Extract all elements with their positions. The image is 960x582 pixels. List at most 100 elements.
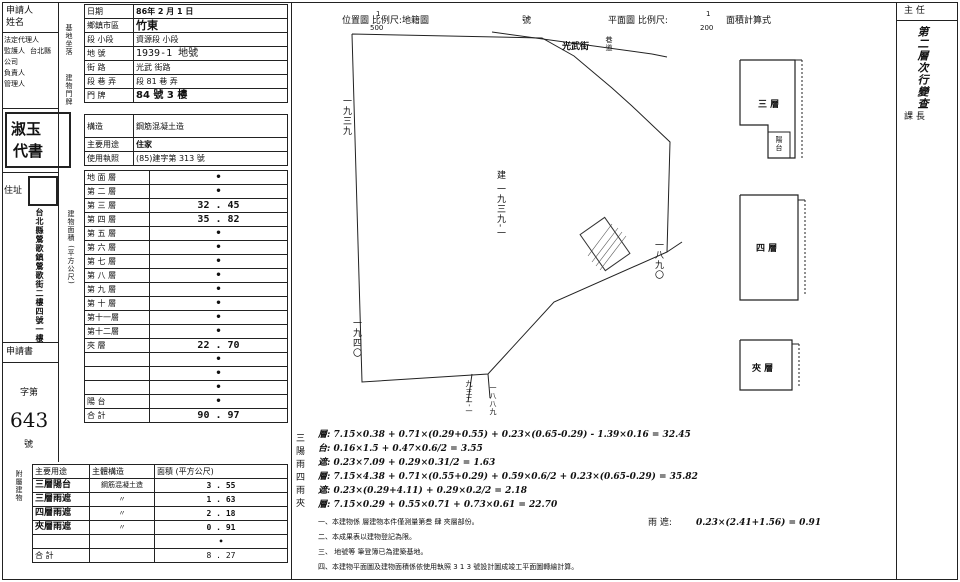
lane-label: 巷道 bbox=[605, 36, 613, 52]
annex-header-struct: 主體構造 bbox=[89, 464, 155, 479]
floor-label: 第 四 層 bbox=[84, 212, 150, 227]
calc-line: 遮: 0.23×(0.29+4.11) + 0.29×0.2/2 = 2.18 bbox=[318, 486, 528, 496]
door-value-0: 光武 街路 bbox=[133, 60, 288, 75]
location-value-1: 資源段 小段 bbox=[133, 32, 288, 47]
parcel-932-1: 九三二-一 bbox=[465, 380, 473, 416]
annex-row: 夾層雨遮〃0 . 91 bbox=[32, 520, 288, 535]
floor-label: 第 五 層 bbox=[84, 226, 150, 241]
floor-area: • bbox=[149, 380, 288, 395]
annex-header-use: 主要用途 bbox=[32, 464, 90, 479]
calc-line: 層: 7.15×4.38 + 0.71×(0.55+0.29) + 0.59×0… bbox=[318, 472, 698, 482]
rain-cover-label: 雨 遮: bbox=[648, 518, 672, 528]
site-number-suffix: 號 bbox=[522, 16, 532, 26]
floor-area: • bbox=[149, 226, 288, 241]
rep-line-1: 監護人 bbox=[4, 47, 25, 55]
calc-note: 三、 地號等 筆登簿已為建築基地。 bbox=[318, 548, 428, 556]
floor-area: • bbox=[149, 352, 288, 367]
floor4-plan bbox=[739, 194, 806, 301]
floor-row: 第 二 層• bbox=[84, 184, 288, 199]
floor-row: 第十一層• bbox=[84, 310, 288, 325]
annex-area: 2 . 18 bbox=[154, 506, 288, 521]
annex-total-value: 8 . 27 bbox=[154, 548, 288, 563]
site-number-label: 地籍圖 bbox=[402, 16, 430, 26]
date-value: 86年 2 月 1 日 bbox=[133, 4, 288, 19]
floor-label: 第十一層 bbox=[84, 310, 150, 325]
floor-label: 第 六 層 bbox=[84, 240, 150, 255]
calc-note: 四、本建物平面圖及建物面積係依使用執照 3 1 3 號設計圖成竣工平面圖轉繪計算… bbox=[318, 563, 579, 571]
floor-label: 第 二 層 bbox=[84, 184, 150, 199]
representative-stamp: 淑玉 代書 bbox=[5, 112, 71, 168]
number-suffix: 號 bbox=[24, 440, 34, 450]
floor-row: 第 八 層• bbox=[84, 268, 288, 283]
floor-area: • bbox=[149, 296, 288, 311]
annex-struct: 〃 bbox=[89, 506, 155, 521]
floor-label: 第 八 層 bbox=[84, 268, 150, 283]
floor-label bbox=[84, 366, 150, 381]
floor-area: • bbox=[149, 310, 288, 325]
structure-label: 構造 bbox=[84, 114, 134, 138]
rep-line-4: 管理人 bbox=[4, 80, 25, 88]
address-label: 住址 bbox=[4, 186, 23, 196]
site-scale-numerator: 1 bbox=[376, 10, 381, 18]
site-boundary bbox=[351, 33, 671, 383]
date-label: 日期 bbox=[84, 4, 134, 19]
door-label-2: 門 牌 bbox=[84, 88, 134, 103]
location-label-2: 地 號 bbox=[84, 46, 134, 61]
annex-area: 0 . 91 bbox=[154, 520, 288, 535]
annex-total-label: 合 計 bbox=[32, 548, 90, 563]
calc-line: 台: 0.16×1.5 + 0.47×0.6/2 = 3.55 bbox=[318, 444, 483, 454]
annex-row: 四層雨遮〃2 . 18 bbox=[32, 506, 288, 521]
rep-line-2: 公司 bbox=[4, 58, 18, 66]
mezzanine-label: 夾 層 bbox=[752, 364, 774, 374]
calc-side-label: 雨 bbox=[296, 486, 306, 496]
structure-value: 鋼筋混凝土造 bbox=[133, 114, 288, 138]
calc-line: 層: 7.15×0.38 + 0.71×(0.29+0.55) + 0.23×(… bbox=[318, 430, 691, 440]
street-name: 光武街 bbox=[562, 42, 590, 52]
left-panel bbox=[2, 2, 292, 580]
south-line-2 bbox=[487, 373, 491, 399]
calc-note: 一、本建物係 層建物本件僅測量第叁 肆 夾層部份。 bbox=[318, 518, 479, 526]
door-label-1: 段 巷 弄 bbox=[84, 74, 134, 89]
annex-struct: 〃 bbox=[89, 492, 155, 507]
parcel-1939: 一九三九 bbox=[341, 96, 351, 136]
floor-row: 第十二層• bbox=[84, 324, 288, 339]
floor3-label: 三 層 bbox=[758, 100, 780, 110]
floor-plans bbox=[739, 59, 806, 391]
calc-side-label: 四 bbox=[296, 473, 306, 483]
floor4-label: 四 層 bbox=[756, 244, 778, 254]
floor-total-value: 90 . 97 bbox=[149, 408, 288, 423]
floor-area: 22 . 70 bbox=[149, 338, 288, 353]
calc-line: 遮: 0.23×7.09 + 0.29×0.31/2 = 1.63 bbox=[318, 458, 496, 468]
floor3-balcony-label: 陽台 bbox=[775, 136, 783, 152]
doc-number: 643 bbox=[10, 408, 49, 432]
floor-scale-label: 平面圖 比例尺: bbox=[608, 16, 668, 26]
permit-label: 使用執照 bbox=[84, 151, 134, 166]
floor-area: • bbox=[149, 240, 288, 255]
floor-row: 第 五 層• bbox=[84, 226, 288, 241]
calc-side-label: 夾 bbox=[296, 499, 306, 509]
right-panel-stamp: 第二層次行變查 bbox=[916, 26, 929, 110]
floor-area: • bbox=[149, 170, 288, 185]
annex-use: 四層雨遮 bbox=[32, 506, 90, 521]
street-line-1 bbox=[491, 31, 653, 55]
floor-label: 夾 層 bbox=[84, 338, 150, 353]
annex-area: • bbox=[154, 534, 288, 549]
building-footprint-hatch bbox=[579, 216, 631, 272]
annex-use bbox=[32, 534, 90, 549]
floor-row: • bbox=[84, 352, 288, 367]
floor-area: 32 . 45 bbox=[149, 198, 288, 213]
floor-label: 第十二層 bbox=[84, 324, 150, 339]
floor-scale-numerator: 1 bbox=[706, 10, 711, 18]
address-stamp bbox=[28, 176, 58, 206]
address-value: 台北縣鶯歌鎮鶯歌街二樓四號一樓 bbox=[35, 208, 44, 343]
parcel-1889: 一八八九 bbox=[489, 384, 497, 416]
calc-note: 二、本成果表以建物登記為限。 bbox=[318, 533, 416, 541]
calc-side-label: 雨 bbox=[296, 460, 306, 470]
floor-row: 第 九 層• bbox=[84, 282, 288, 297]
